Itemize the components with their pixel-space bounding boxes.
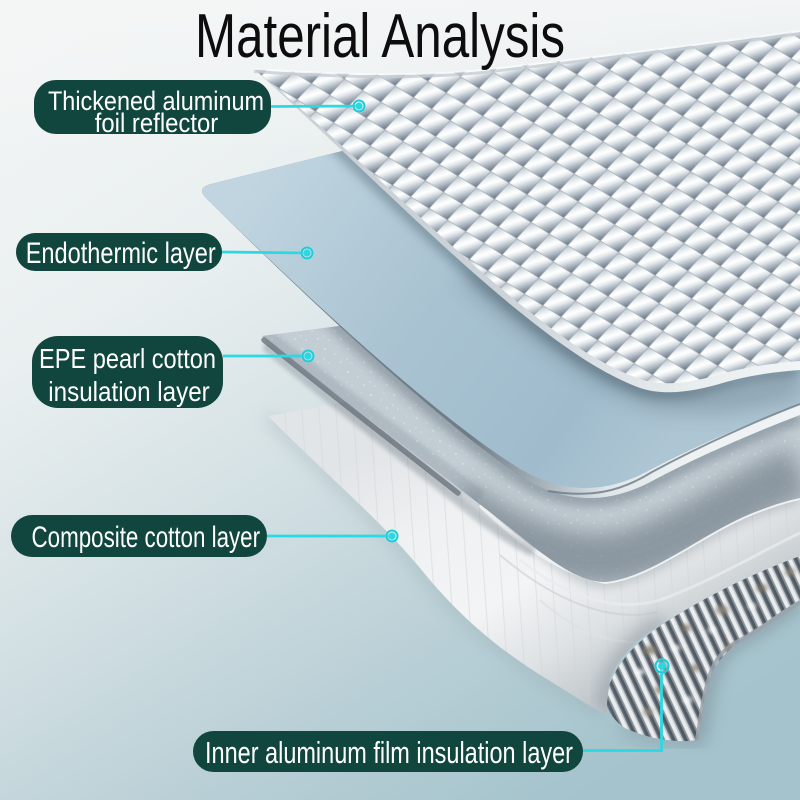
svg-text:EPE pearl cotton: EPE pearl cotton bbox=[39, 343, 216, 374]
svg-text:Composite cotton layer: Composite cotton layer bbox=[32, 521, 261, 554]
svg-text:foil reflector: foil reflector bbox=[95, 108, 219, 138]
svg-text:Thickened aluminum: Thickened aluminum bbox=[48, 86, 264, 116]
svg-text:Endothermic layer: Endothermic layer bbox=[26, 237, 216, 270]
svg-text:insulation layer: insulation layer bbox=[48, 376, 210, 407]
svg-text:Inner aluminum film insulation: Inner aluminum film insulation layer bbox=[205, 735, 573, 770]
svg-text:Material Analysis: Material Analysis bbox=[195, 2, 565, 71]
